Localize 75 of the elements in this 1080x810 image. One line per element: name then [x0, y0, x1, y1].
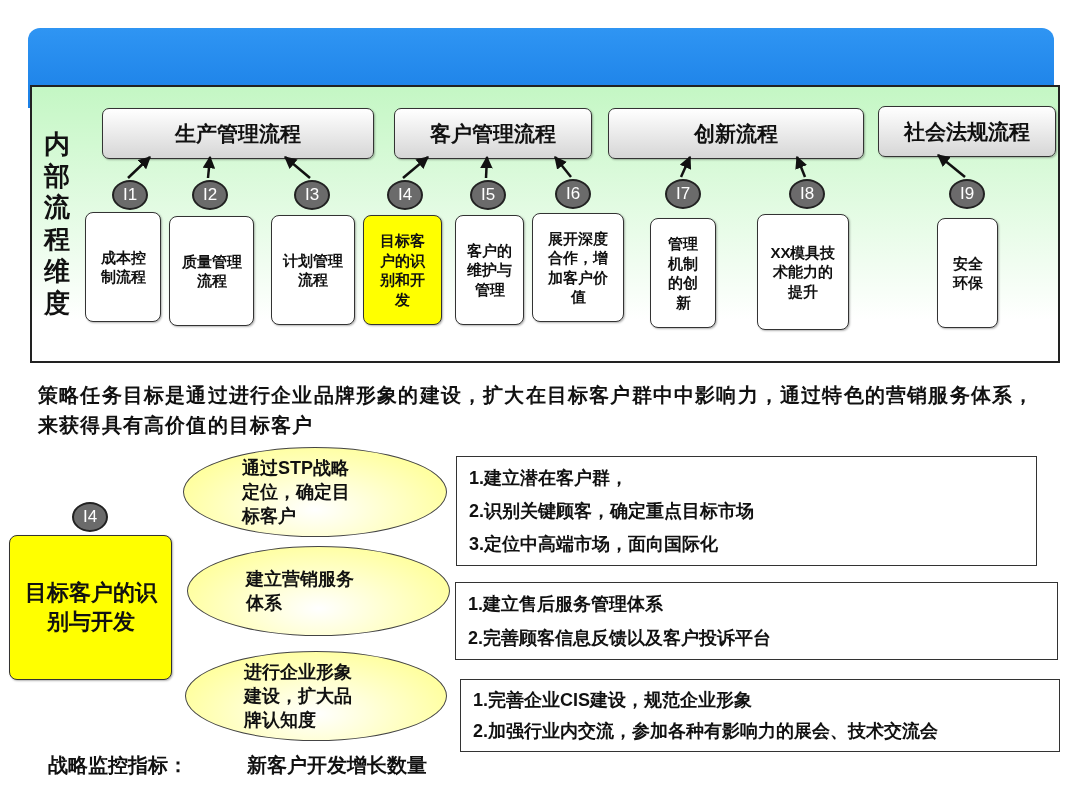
arrow: [202, 155, 216, 179]
indicator-badge: [112, 180, 148, 210]
monitor-text: 战略监控指标：: [48, 753, 189, 778]
list-item: 1.完善企业CIS建设，规范企业形象: [473, 688, 754, 712]
process-card: [455, 215, 524, 325]
node-label: 展开深度合作，增加客户价值: [547, 228, 609, 307]
node-label: 创新流程: [694, 120, 778, 147]
node-label: 质量管理流程: [180, 251, 243, 291]
indicator-badge: [72, 502, 108, 532]
action-list-box: [460, 679, 1060, 752]
action-list-box: [456, 456, 1037, 566]
process-card: [85, 212, 161, 322]
indicator-badge: [294, 180, 330, 210]
process-header: [102, 108, 374, 159]
strategy-note: 策略任务目标是通过进行企业品牌形象的建设，扩大在目标客户群中中影响力，通过特色的营销服务体系，来获得具有高价值的目标客户: [38, 383, 1036, 438]
indicator-badge: [789, 179, 825, 209]
node-label: 建立营销服务体系: [246, 567, 355, 615]
process-panel: [30, 85, 1060, 363]
node-label: 客户管理流程: [430, 120, 556, 147]
indicator-badge: [192, 180, 228, 210]
indicator-badge: [949, 179, 985, 209]
list-item: 2.识别关键顾客，确定重点目标市场: [469, 500, 755, 523]
process-card: [532, 213, 624, 322]
badge-label: I4: [397, 185, 413, 205]
badge-label: I6: [565, 184, 581, 204]
process-card: [937, 218, 998, 328]
process-header: [608, 108, 864, 159]
node-label: 客户的维护与管理: [466, 240, 513, 300]
node-label: 进行企业形象建设，扩大品牌认知度: [244, 660, 353, 733]
dimension-title: 内部流程维度: [44, 129, 70, 320]
badge-label: I8: [799, 184, 815, 204]
arrow: [402, 156, 429, 179]
arrow: [554, 156, 572, 178]
badge-label: I7: [675, 184, 691, 204]
node-label: 通过STP战略定位，确定目标客户: [242, 456, 351, 529]
process-header: [394, 108, 592, 159]
node-label: 计划管理流程: [282, 250, 344, 290]
arrow: [284, 156, 311, 179]
process-card: [271, 215, 355, 325]
arrow: [127, 156, 151, 179]
monitor-text: 新客户开发增长数量: [247, 753, 428, 778]
highlighted-card: [9, 535, 172, 680]
node-label: 安全环保: [951, 253, 984, 293]
highlighted-card: [363, 215, 442, 325]
process-card: [169, 216, 254, 326]
indicator-badge: [665, 179, 701, 209]
list-item: 2.加强行业内交流，参加各种有影响力的展会、技术交流会: [473, 720, 939, 744]
indicator-badge: [387, 180, 423, 210]
list-item: 1.建立售后服务管理体系: [468, 593, 664, 616]
node-label: 管理机制的创新: [666, 234, 699, 312]
badge-label: I2: [202, 185, 218, 205]
node-label: 目标客户的识别与开发: [23, 578, 159, 636]
node-label: 社会法规流程: [904, 118, 1030, 145]
list-item: 3.定位中高端市场，面向国际化: [469, 533, 719, 557]
indicator-badge: [470, 180, 506, 210]
indicator-badge: [555, 179, 591, 209]
arrow: [937, 154, 966, 178]
node-label: XX模具技术能力的提升: [769, 242, 837, 302]
badge-label: I4: [82, 507, 98, 527]
process-card: [650, 218, 716, 328]
badge-label: I3: [304, 185, 320, 205]
process-card: [757, 214, 849, 330]
list-item: 1.建立潜在客户群，: [469, 466, 629, 490]
arrow: [679, 155, 692, 178]
badge-label: I1: [122, 185, 138, 205]
badge-label: I9: [959, 184, 975, 204]
arrow: [480, 155, 493, 179]
node-label: 目标客户的识别和开发: [379, 231, 426, 309]
process-header: [878, 106, 1056, 157]
node-label: 生产管理流程: [175, 120, 301, 147]
node-label: 成本控制流程: [99, 247, 147, 287]
list-item: 2.完善顾客信息反馈以及客户投诉平台: [468, 627, 772, 650]
action-list-box: [455, 582, 1058, 660]
badge-label: I5: [480, 185, 496, 205]
arrow: [795, 155, 807, 178]
